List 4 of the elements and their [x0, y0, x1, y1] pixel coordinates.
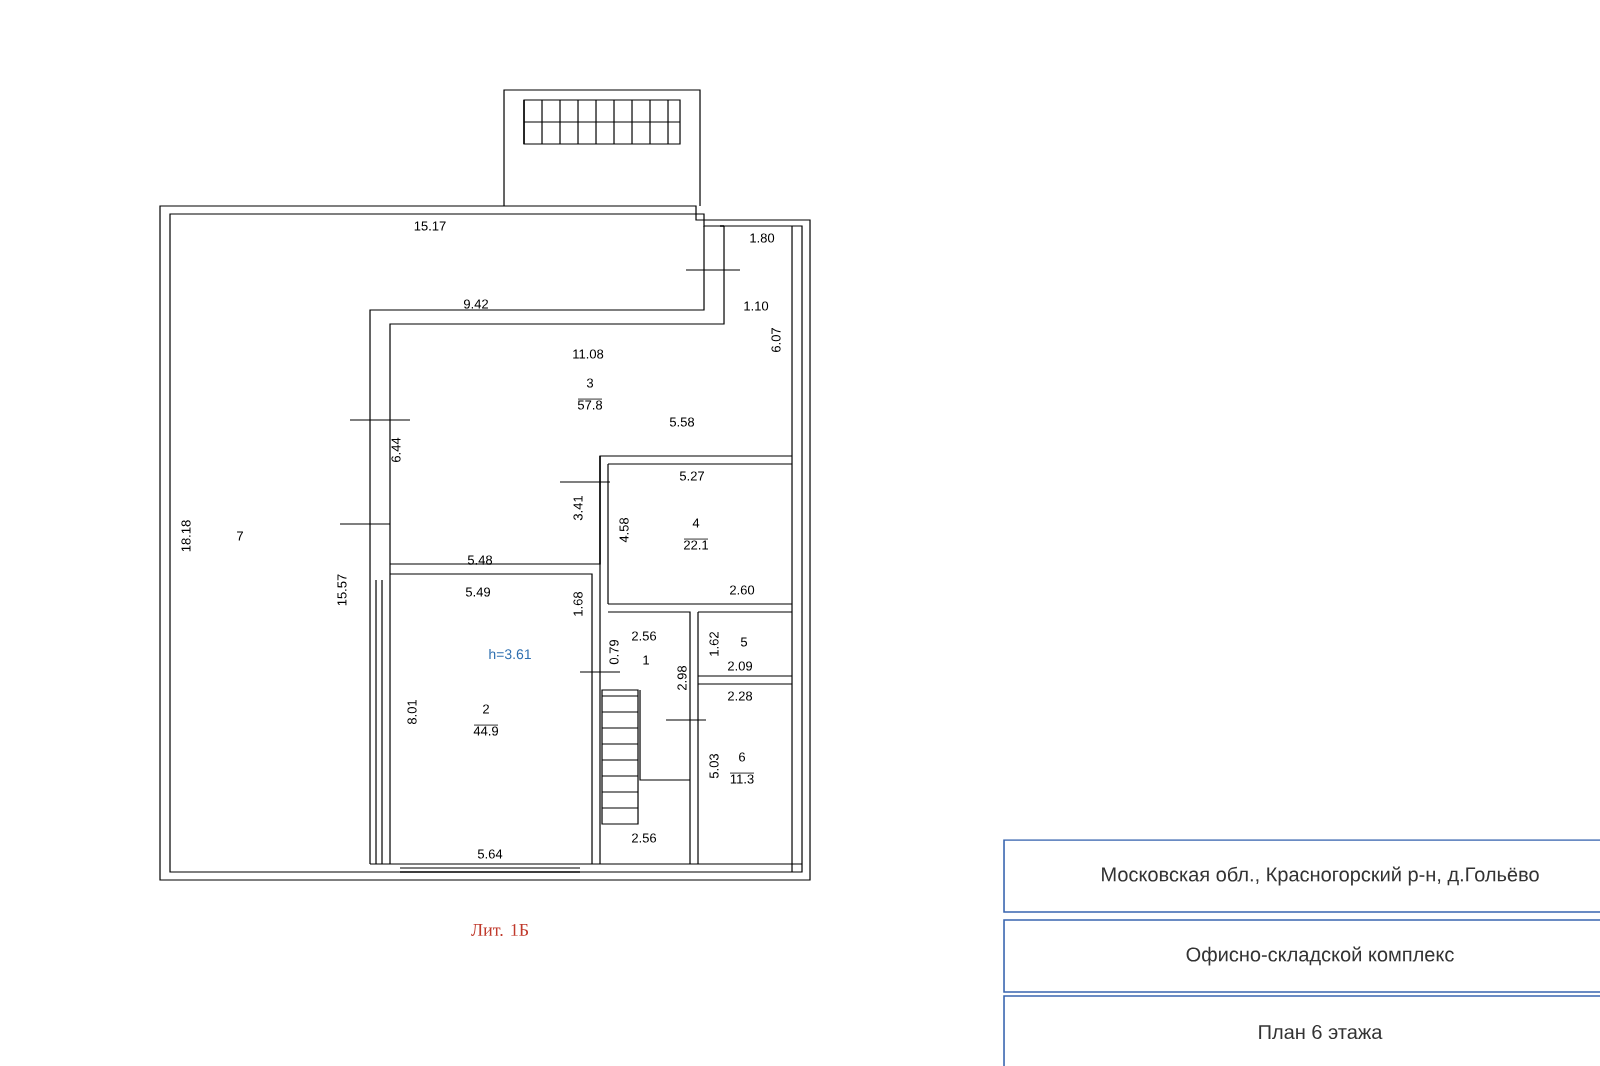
title-block-cell: План 6 этажа	[1003, 995, 1600, 1066]
sheet-note: Лит. 1Б	[471, 923, 529, 937]
title-block-cell: Офисно-складской комплекс	[1003, 919, 1600, 993]
title-block-cell: Московская обл., Красногорский р-н, д.Гольёво	[1003, 839, 1600, 913]
